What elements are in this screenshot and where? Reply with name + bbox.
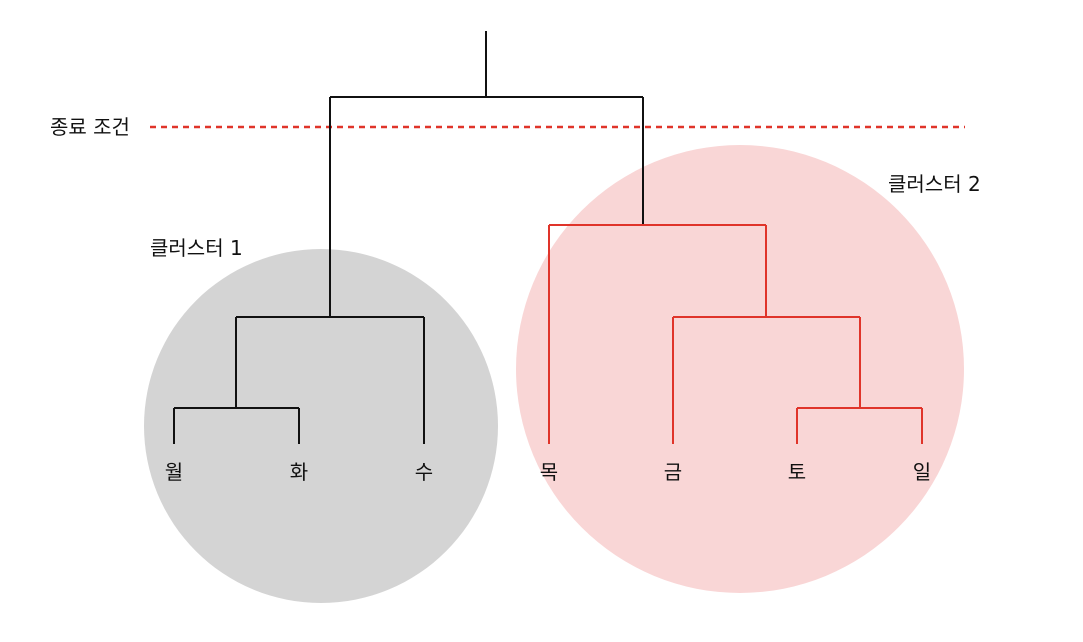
cluster-2-region xyxy=(516,145,964,593)
leaf-label-wed: 수 xyxy=(414,460,434,484)
leaf-label-mon: 월 xyxy=(164,460,184,484)
root-links xyxy=(329,31,644,317)
leaf-label-sun: 일 xyxy=(912,460,932,484)
cluster-2-links xyxy=(548,224,923,444)
leaf-label-tue: 화 xyxy=(289,460,309,484)
cluster-1-label: 클러스터 1 xyxy=(150,236,243,260)
stop-condition-label: 종료 조건 xyxy=(50,115,130,139)
cluster-1-region xyxy=(144,249,498,603)
leaf-label-sat: 토 xyxy=(787,460,807,484)
leaf-label-fri: 금 xyxy=(663,460,683,484)
cluster-2-label: 클러스터 2 xyxy=(888,172,981,196)
cluster-1-links xyxy=(173,316,425,444)
leaf-label-thu: 목 xyxy=(539,460,559,484)
